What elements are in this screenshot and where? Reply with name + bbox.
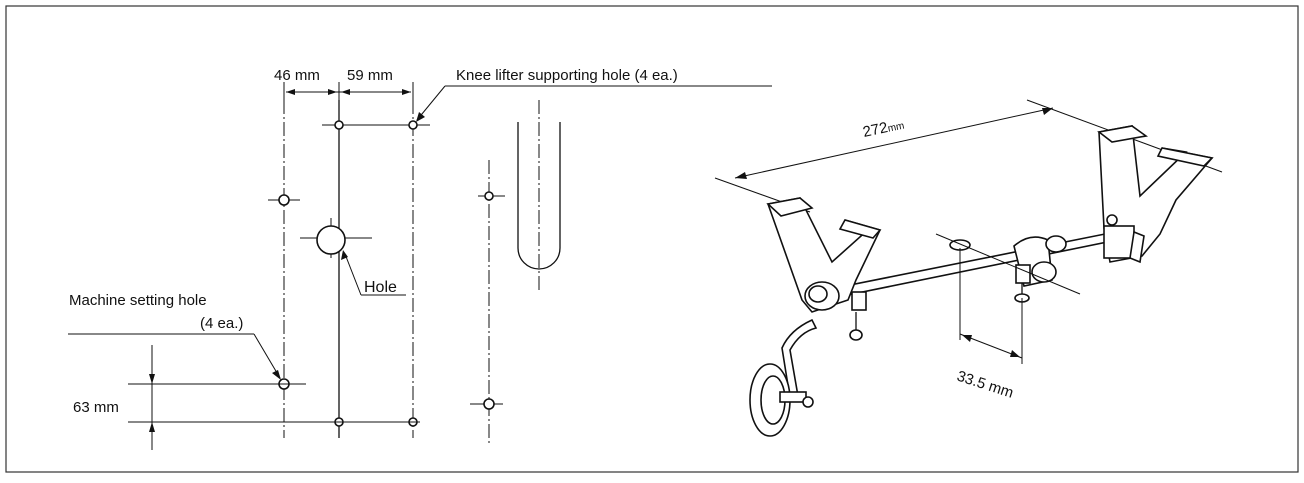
figure-border (5, 5, 1299, 473)
treadle-slot (517, 100, 561, 290)
machine-setting-hole-top (268, 194, 300, 206)
knee-lifter-shaft (833, 231, 1118, 298)
machine-setting-leader-arrow (272, 370, 281, 380)
roller-arm (749, 318, 818, 437)
side-hole-top (478, 191, 505, 201)
dim-46-label: 46 mm (274, 67, 320, 84)
center-clamp (1013, 235, 1067, 303)
knee-lifter-label: Knee lifter supporting hole (4 ea.) (456, 67, 678, 84)
machine-setting-label-line1: Machine setting hole (69, 292, 207, 309)
knee-lifter-assembly-drawing: 272mm (714, 99, 1223, 437)
center-hole (316, 225, 346, 255)
hole-label: Hole (364, 279, 397, 296)
reference-line (935, 233, 1081, 295)
machine-setting-leader (253, 333, 281, 379)
dim-59-label: 59 mm (347, 67, 393, 84)
dimension-63 (128, 345, 420, 450)
table-layout-drawing: 46 mm 59 mm Hole (68, 67, 772, 450)
hole-leader (344, 253, 362, 296)
hole-leader-arrow (341, 250, 348, 260)
dim-63-label: 63 mm (73, 399, 119, 416)
machine-setting-label-line2: (4 ea.) (200, 315, 243, 332)
knee-lifter-hole-top-left (334, 120, 344, 130)
left-bracket (766, 197, 882, 341)
side-hole-bottom (470, 398, 503, 410)
knee-lifter-hole-top-right (408, 120, 418, 130)
dimension-33-5 (959, 248, 1023, 364)
dim-272-label: 272mm (861, 116, 905, 141)
knee-lifter-leader-arrow (416, 112, 425, 122)
right-bracket (1097, 125, 1214, 264)
dimension-46-59 (283, 82, 414, 100)
dim-33-5-label: 33.5 mm (955, 368, 1016, 402)
